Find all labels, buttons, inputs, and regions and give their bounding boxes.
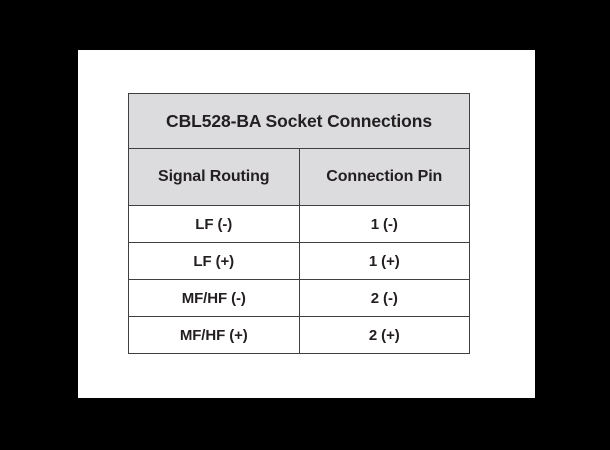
cell-connection-pin: 2 (+) bbox=[298, 316, 470, 354]
cell-connection-pin: 2 (-) bbox=[298, 279, 470, 317]
table-row: MF/HF (-) 2 (-) bbox=[128, 279, 470, 317]
table-title: CBL528-BA Socket Connections bbox=[128, 93, 470, 149]
cell-connection-pin: 1 (-) bbox=[298, 205, 470, 243]
cell-signal-routing: MF/HF (+) bbox=[128, 316, 300, 354]
table-row: LF (+) 1 (+) bbox=[128, 242, 470, 280]
cell-signal-routing: LF (-) bbox=[128, 205, 300, 243]
table-header-row: Signal Routing Connection Pin bbox=[128, 148, 470, 206]
table-row: MF/HF (+) 2 (+) bbox=[128, 316, 470, 354]
content-panel: CBL528-BA Socket Connections Signal Rout… bbox=[78, 50, 535, 398]
cell-signal-routing: LF (+) bbox=[128, 242, 300, 280]
socket-connections-table: CBL528-BA Socket Connections Signal Rout… bbox=[128, 93, 470, 354]
cell-signal-routing: MF/HF (-) bbox=[128, 279, 300, 317]
table-row: LF (-) 1 (-) bbox=[128, 205, 470, 243]
table-title-row: CBL528-BA Socket Connections bbox=[128, 93, 470, 149]
column-header-connection-pin: Connection Pin bbox=[298, 148, 470, 206]
column-header-signal-routing: Signal Routing bbox=[128, 148, 300, 206]
cell-connection-pin: 1 (+) bbox=[298, 242, 470, 280]
